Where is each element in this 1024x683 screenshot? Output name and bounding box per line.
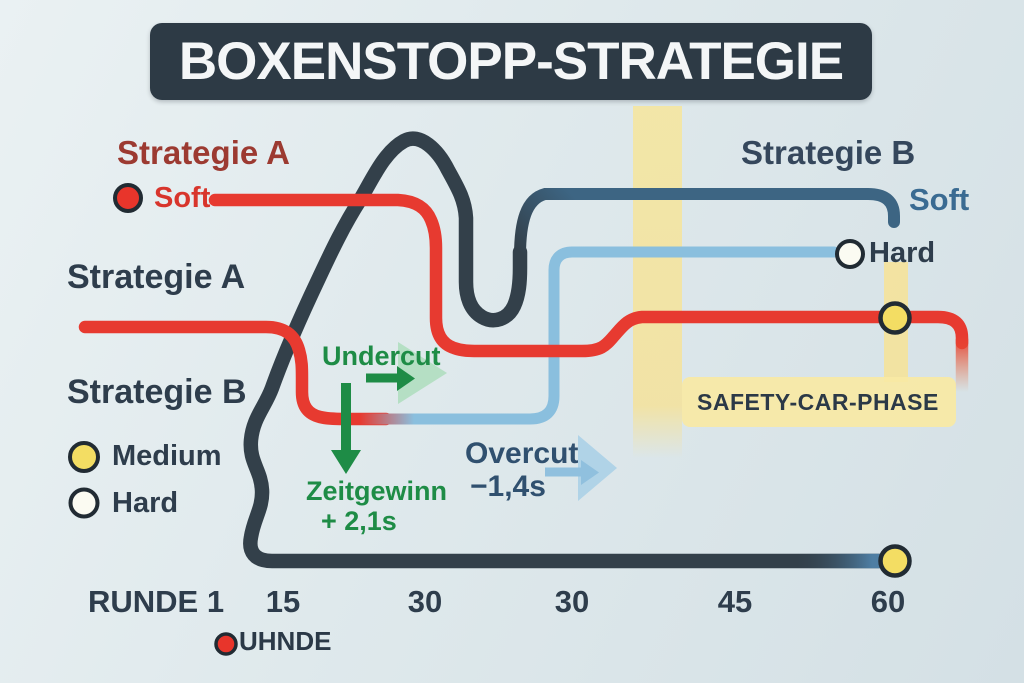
safety-car-phase-label: SAFETY-CAR-PHASE	[697, 389, 939, 415]
tyre-hard-marker-icon	[835, 239, 865, 269]
overcut-arrow-small-head	[581, 460, 599, 485]
legend-medium-marker-icon	[68, 441, 100, 473]
axis-label-60: 60	[870, 584, 906, 619]
axis-label-30a: 30	[407, 584, 443, 619]
axis-label-15: 15	[265, 584, 301, 619]
strategy-b-heading-top: Strategie B	[741, 134, 916, 171]
legend-hard-marker-icon	[68, 487, 100, 519]
axis-footnote-label: UHNDE	[239, 626, 332, 656]
axis-label-runde-1: RUNDE 1	[88, 584, 225, 619]
legend-hard-label: Hard	[112, 487, 179, 519]
safety-car-band	[633, 106, 682, 458]
time-gain-label: Zeitgewinn	[306, 476, 447, 506]
strategy-a-soft-label: Soft	[154, 182, 211, 214]
strategy-a-soft-line	[208, 193, 969, 358]
tyre-soft-marker-icon	[113, 183, 143, 213]
undercut-arrow-small-head	[397, 366, 415, 391]
overcut-value: −1,4s	[470, 470, 546, 503]
strategy-a-line	[78, 320, 393, 426]
strategy-b-soft-label: Soft	[909, 182, 970, 217]
tyre-medium-finish-marker-icon	[878, 544, 912, 578]
axis-label-45: 45	[717, 584, 753, 619]
strategy-a-heading-mid: Strategie A	[67, 258, 246, 296]
axis-red-dot-icon	[214, 632, 238, 656]
overcut-arrow-large	[578, 435, 617, 501]
strategy-a-heading-top: Strategie A	[117, 134, 290, 171]
page-title: BOXENSTOPP-STRATEGIE	[178, 32, 844, 91]
strategy-b-heading-mid: Strategie B	[67, 373, 247, 411]
overcut-label: Overcut	[465, 437, 579, 470]
strategy-b-hard-label: Hard	[869, 237, 936, 269]
time-gain-value: + 2,1s	[321, 506, 397, 536]
strategy-b-soft-line	[514, 188, 900, 262]
tyre-medium-marker-icon	[878, 301, 912, 335]
undercut-arrow-large	[398, 342, 447, 404]
safety-car-banner	[682, 377, 956, 427]
strategy-b-hard-line	[356, 246, 840, 425]
axis-label-30b: 30	[554, 584, 590, 619]
time-gain-arrow-head	[331, 450, 361, 474]
undercut-label: Undercut	[322, 341, 441, 371]
title-banner: BOXENSTOPP-STRATEGIE	[150, 23, 872, 100]
legend-medium-label: Medium	[112, 440, 222, 472]
